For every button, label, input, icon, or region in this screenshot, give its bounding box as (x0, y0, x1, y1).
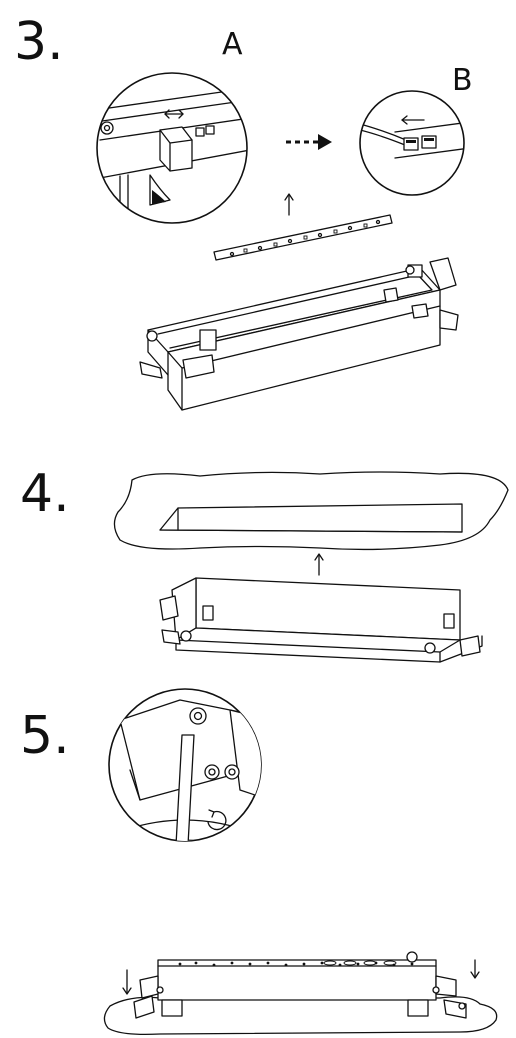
up-arrow-icon (314, 553, 324, 576)
step-3-number: 3. (14, 12, 64, 72)
step-5-number: 5. (20, 706, 70, 766)
dashed-arrow-a-to-b (286, 134, 332, 150)
detail-circle-a (96, 72, 248, 224)
detail-circle-b (359, 90, 465, 196)
detail-circle-screw (108, 688, 262, 842)
step-4-number: 4. (20, 464, 70, 524)
fixture-housing-closed (159, 577, 483, 663)
installed-fixture (103, 951, 498, 1036)
callout-b-label: B (452, 63, 473, 98)
ceiling-cutout (113, 471, 509, 551)
fixture-housing-open (139, 257, 459, 411)
up-arrow-icon (284, 193, 294, 216)
ventilation-holes (178, 960, 414, 967)
led-strip-board (213, 214, 393, 261)
callout-a-label: A (222, 27, 243, 62)
